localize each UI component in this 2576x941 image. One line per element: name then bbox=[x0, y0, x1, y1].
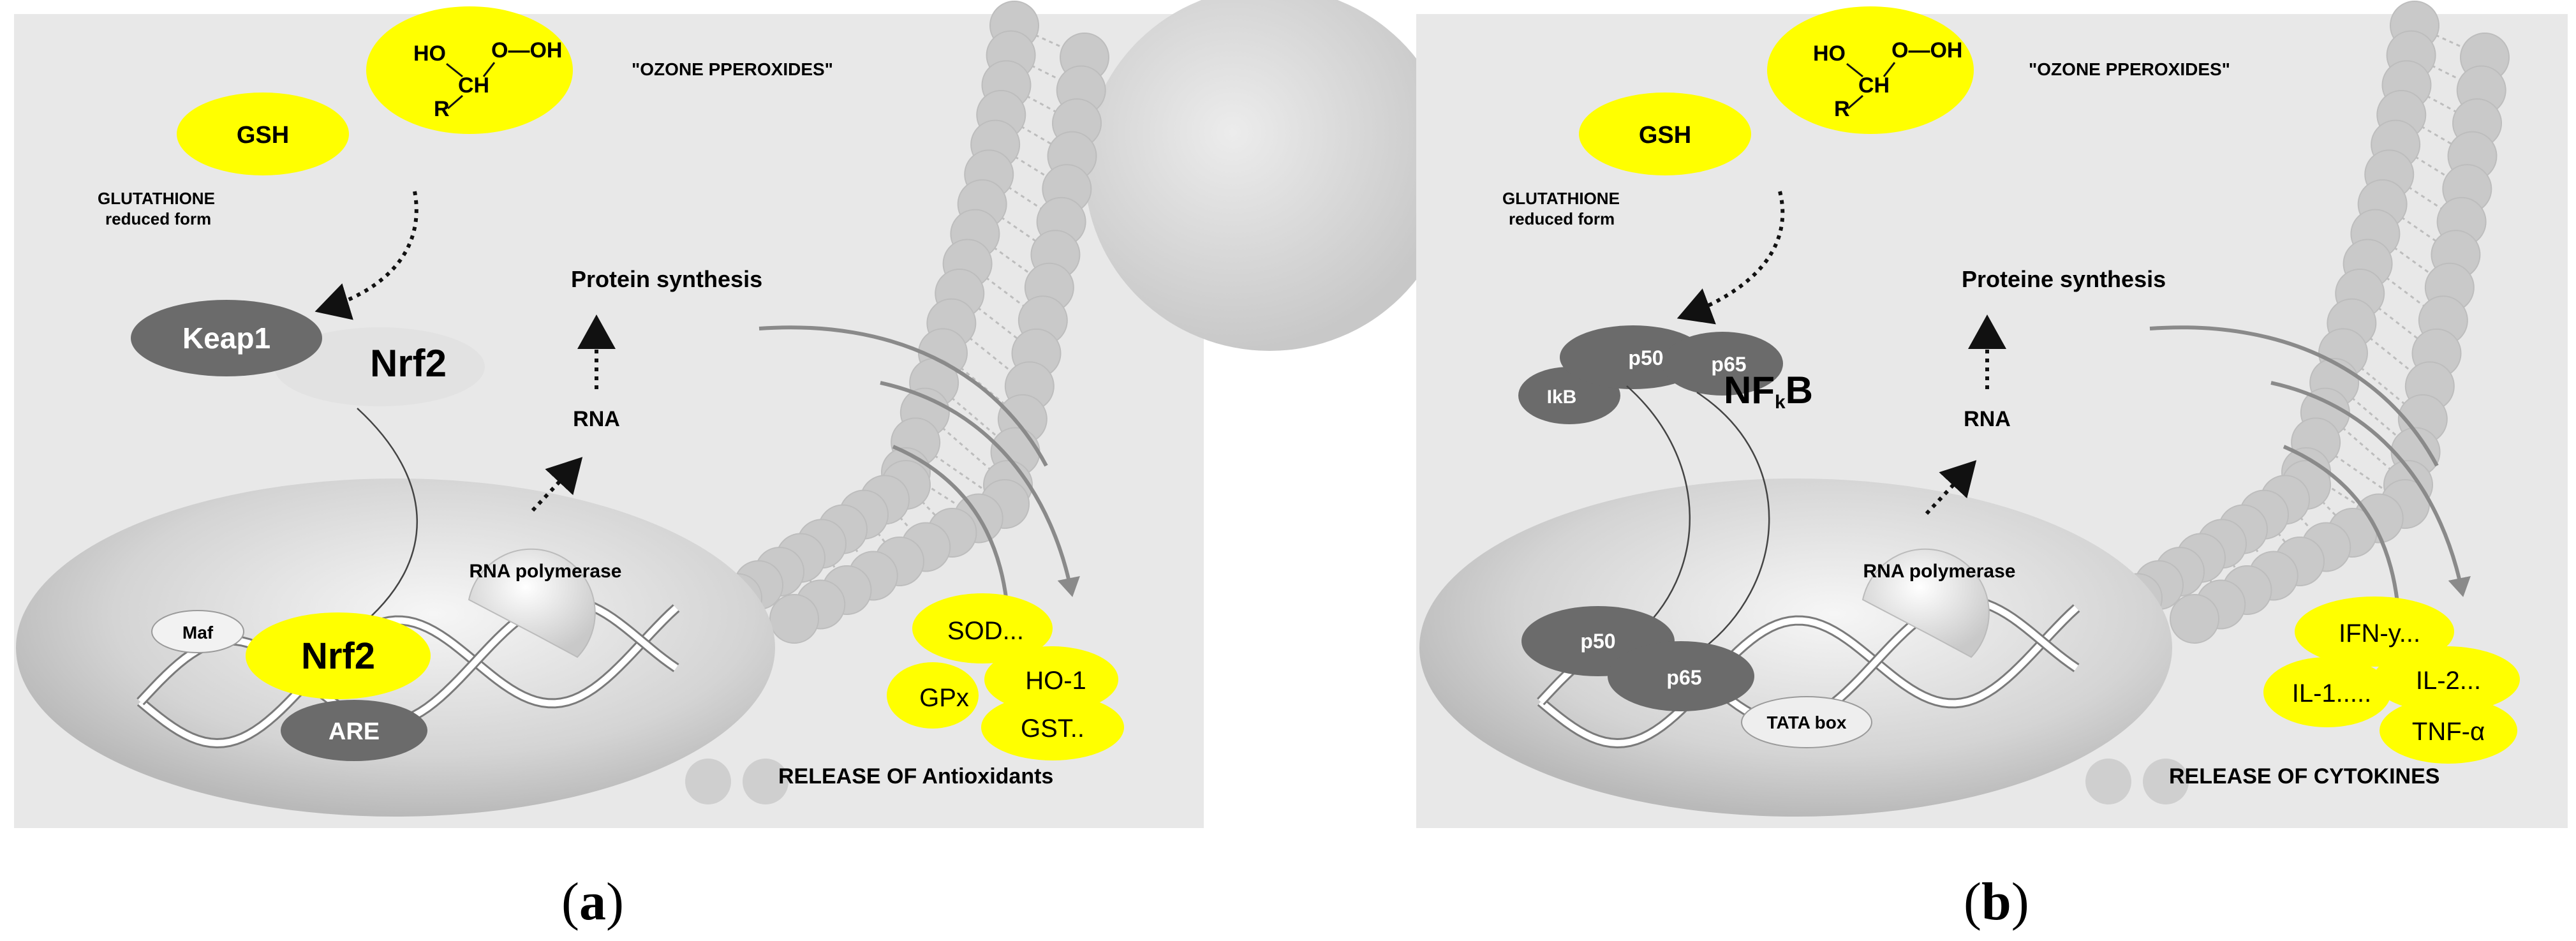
p65-label: p65 bbox=[1711, 353, 1746, 376]
sod-ellipse bbox=[912, 593, 1053, 663]
ikb-label: IkB bbox=[1547, 387, 1577, 408]
tata-box-label: TATA box bbox=[1767, 713, 1847, 732]
product-il2: IL-2... bbox=[2416, 667, 2481, 695]
ho1-ellipse bbox=[984, 646, 1118, 713]
gst-ellipse bbox=[981, 694, 1124, 760]
keap1-ellipse bbox=[131, 300, 322, 376]
ooh-label: O—OH bbox=[491, 38, 562, 63]
ribosome-arc-1 bbox=[759, 325, 1048, 467]
nrf2-nucleus-label: Nrf2 bbox=[301, 635, 375, 677]
p65-translocation-arrow bbox=[1696, 391, 1770, 652]
are-label: ARE bbox=[329, 718, 380, 745]
translocation-arrow bbox=[356, 408, 418, 630]
r-label: R bbox=[434, 97, 450, 121]
p65-nucleus-label: p65 bbox=[1666, 666, 1701, 689]
glutathione-label: GLUTATHIONE bbox=[98, 189, 215, 208]
product-ifn: IFN-y... bbox=[2339, 619, 2420, 648]
protein-synthesis-label: Protein synthesis bbox=[571, 266, 762, 292]
p50-label: p50 bbox=[1628, 346, 1663, 369]
ho-label: HO bbox=[413, 41, 446, 66]
cell-body bbox=[1084, 0, 1455, 351]
ozone-peroxides-label: "OZONE PPEROXIDES" bbox=[2029, 59, 2230, 79]
caption-a: (a) bbox=[561, 872, 624, 931]
il1-ellipse bbox=[2263, 657, 2391, 727]
product-ho1: HO-1 bbox=[1025, 667, 1086, 695]
p50-nucleus-label: p50 bbox=[1580, 630, 1615, 653]
gsh-label: GSH bbox=[1639, 122, 1691, 149]
rna-polymerase-label: RNA polymerase bbox=[470, 561, 622, 582]
panel-b: HO O—OH R CH "OZONE PPEROXIDES" GSH GLUT… bbox=[1416, 1, 2568, 828]
ch-label: CH bbox=[458, 73, 489, 98]
product-il1: IL-1..... bbox=[2292, 679, 2372, 708]
membrane-beads bbox=[2071, 1, 2510, 804]
rna-label: RNA bbox=[573, 407, 620, 431]
release-antioxidants-label: RELEASE OF Antioxidants bbox=[778, 764, 1053, 789]
product-gst: GST.. bbox=[1021, 715, 1084, 743]
ifn-ellipse bbox=[2295, 596, 2454, 667]
glutathione-label: GLUTATHIONE bbox=[1502, 189, 1620, 208]
il2-ellipse bbox=[2373, 646, 2520, 713]
maf-label: Maf bbox=[182, 623, 214, 642]
ribosome-arc-2 bbox=[880, 381, 1080, 597]
ch-label: CH bbox=[1858, 73, 1890, 98]
rna-label: RNA bbox=[1964, 407, 2011, 431]
nrf2-cytoplasm-ellipse bbox=[274, 327, 485, 406]
oxidation-arrow bbox=[1677, 191, 1785, 325]
product-gpx: GPx bbox=[919, 684, 969, 712]
product-sod: SOD... bbox=[947, 617, 1024, 645]
ooh-label: O—OH bbox=[1891, 38, 1962, 63]
tata-box-ellipse bbox=[1741, 696, 1872, 748]
reduced-form-label: reduced form bbox=[105, 209, 211, 228]
release-cytokines-label: RELEASE OF CYTOKINES bbox=[2169, 764, 2439, 789]
maf-ellipse bbox=[151, 610, 244, 653]
p65-ellipse bbox=[1662, 332, 1783, 396]
gpx-ellipse bbox=[887, 662, 979, 729]
reduced-form-label: reduced form bbox=[1509, 209, 1615, 228]
nfkb-label: NFkB bbox=[1724, 369, 1813, 413]
r-label: R bbox=[1834, 97, 1850, 121]
hydroperoxide-ellipse bbox=[366, 6, 573, 134]
p50-translocation-arrow bbox=[1626, 385, 1691, 639]
ribosome-arc-1 bbox=[2149, 325, 2439, 467]
gsh-ellipse bbox=[177, 93, 349, 175]
oxidation-arrow bbox=[315, 191, 418, 320]
nrf2-cytoplasm-label: Nrf2 bbox=[370, 342, 447, 385]
ribosome-arc-2 bbox=[2270, 381, 2471, 597]
nucleus bbox=[1419, 478, 2172, 817]
rna-polymerase-shape bbox=[1862, 548, 1990, 658]
keap1-label: Keap1 bbox=[182, 322, 270, 355]
ozone-peroxides-label: "OZONE PPEROXIDES" bbox=[632, 59, 833, 79]
gsh-ellipse bbox=[1579, 93, 1751, 175]
tnf-ellipse bbox=[2380, 697, 2517, 764]
caption-b: (b) bbox=[1964, 872, 2029, 931]
rna-polymerase-shape bbox=[468, 548, 596, 658]
nrf2-nucleus-ellipse bbox=[246, 612, 431, 699]
hydroperoxide-ellipse bbox=[1767, 6, 1974, 134]
ho-label: HO bbox=[1813, 41, 1846, 66]
protein-synthesis-label: Proteine synthesis bbox=[1962, 266, 2166, 292]
p65-nucleus-ellipse bbox=[1608, 641, 1754, 711]
transcription-arrow bbox=[531, 457, 583, 512]
transcription-arrow bbox=[1925, 460, 1977, 515]
are-ellipse bbox=[281, 700, 427, 761]
rna-polymerase-label: RNA polymerase bbox=[1863, 561, 2016, 582]
gsh-label: GSH bbox=[237, 122, 289, 149]
panel-a: HO O—OH R CH "OZONE PPEROXIDES" GSH GLUT… bbox=[14, 0, 1455, 828]
product-tnf: TNF-α bbox=[2412, 718, 2485, 746]
